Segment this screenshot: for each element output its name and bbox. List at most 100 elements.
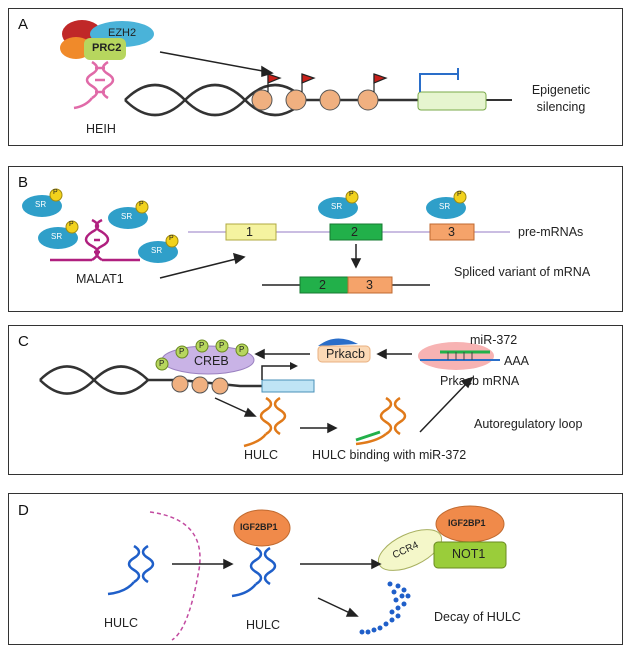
phospho-label: P	[349, 191, 354, 198]
prkacb-mrna-label: Prkacb mRNA	[440, 374, 520, 388]
mirna-372-label: miR-372	[470, 333, 518, 347]
pre-mrna-label: pre-mRNAs	[518, 225, 584, 239]
nucleosome	[251, 89, 273, 111]
arrows-d	[172, 558, 382, 617]
nucleosomes-a	[251, 89, 379, 111]
panel-d-label: D	[18, 502, 29, 519]
not1-shape	[433, 541, 507, 569]
panel-a-label: A	[18, 16, 29, 33]
creb-phospho-label: P	[199, 341, 205, 350]
sr-protein	[138, 241, 178, 263]
phospho-label: P	[457, 191, 462, 198]
creb-phospho-label: P	[179, 347, 185, 356]
phospho-label: P	[53, 189, 58, 196]
nucleosome	[211, 377, 229, 395]
sr-label: SR	[35, 200, 47, 209]
gene-box-a	[417, 91, 487, 111]
promoter-arrow-a	[419, 68, 459, 92]
exon-1-label: 1	[246, 225, 253, 239]
igf2bp1-complex-label: IGF2BP1	[448, 518, 486, 528]
arrows-b	[159, 244, 362, 279]
creb-phospho	[155, 339, 249, 371]
exon-2-label: 2	[351, 225, 358, 239]
malat1-rna-icon	[50, 218, 140, 262]
phospho-dot	[453, 190, 467, 204]
nucleosome	[171, 375, 189, 393]
hulc-label-d2: HULC	[246, 618, 281, 632]
prc2-label: PRC2	[92, 42, 122, 54]
nucleosome	[357, 89, 379, 111]
hulc-rna-icon	[231, 546, 277, 598]
exon-1	[225, 223, 277, 241]
prc2-shape	[84, 38, 126, 60]
panel-d	[8, 493, 623, 645]
igf2bp1-shape	[233, 509, 291, 547]
autoregulatory-loop-label: Autoregulatory loop	[474, 417, 583, 431]
creb-label: CREB	[194, 354, 229, 368]
phospho-label: P	[139, 201, 144, 208]
hulc-label-d1: HULC	[104, 616, 139, 630]
sr-protein	[108, 207, 148, 229]
heih-label: HEIH	[86, 122, 116, 136]
arrows-c	[214, 348, 474, 434]
decay-dots	[359, 581, 411, 635]
sr-protein	[426, 197, 466, 219]
not1-label: NOT1	[452, 547, 486, 561]
spliced-exon-3-label: 3	[366, 278, 373, 292]
nucleosome	[285, 89, 307, 111]
decay-of-hulc-label: Decay of HULC	[434, 610, 521, 624]
spliced-exon-3	[347, 276, 393, 294]
nucleosome	[191, 376, 209, 394]
arrow-a	[159, 51, 274, 78]
promoter-arrow-c	[261, 365, 294, 380]
sr-label: SR	[331, 202, 343, 211]
creb-phospho-label: P	[239, 345, 245, 354]
sr-proteins-left	[22, 188, 179, 263]
heih-rna-icon	[73, 60, 115, 110]
phospho-dot	[135, 200, 149, 214]
bound-mirna-line	[355, 430, 381, 442]
prkacb-box	[317, 345, 371, 363]
panel-c	[8, 325, 623, 475]
exon-2	[329, 223, 383, 241]
exon-3	[429, 223, 475, 241]
polya-label: AAA	[504, 354, 530, 368]
igf2bp1-label: IGF2BP1	[240, 522, 278, 532]
phospho-dot	[49, 188, 63, 202]
creb-phospho-label: P	[159, 359, 165, 368]
nucleosome	[319, 89, 341, 111]
sr-label: SR	[51, 232, 63, 241]
spliced-variant-label: Spliced variant of mRNA	[454, 265, 591, 279]
sr-label: SR	[151, 246, 163, 255]
phospho-dot	[165, 234, 179, 248]
prkacb-label: Prkacb	[326, 347, 365, 361]
sr-label: SR	[439, 202, 451, 211]
phospho-label: P	[69, 221, 74, 228]
exon-3-label: 3	[448, 225, 455, 239]
sr-protein	[318, 197, 358, 219]
panel-b-label: B	[18, 174, 29, 191]
sr-protein	[22, 195, 62, 217]
phospho-label: P	[169, 235, 174, 242]
creb-phospho-label: P	[219, 341, 225, 350]
epigenetic-silencing-label: Epigenetic silencing	[531, 83, 591, 114]
phospho-dot	[65, 220, 79, 234]
gene-box-c	[261, 379, 315, 393]
hulc-binding-label: HULC binding with miR-372	[312, 448, 467, 462]
sr-label: SR	[121, 212, 133, 221]
malat1-label: MALAT1	[76, 272, 124, 286]
dashed-boundary	[149, 511, 201, 641]
sr-protein	[38, 227, 78, 249]
hulc-rna-icon	[243, 396, 287, 448]
phospho-dot	[345, 190, 359, 204]
dna-helix-a	[124, 83, 306, 117]
hulc-label-c: HULC	[244, 448, 279, 462]
spliced-exon-2-label: 2	[319, 278, 326, 292]
panel-c-label: C	[18, 333, 29, 350]
ezh2-label: EZH2	[108, 27, 137, 39]
hulc-rna-icon	[107, 544, 155, 596]
